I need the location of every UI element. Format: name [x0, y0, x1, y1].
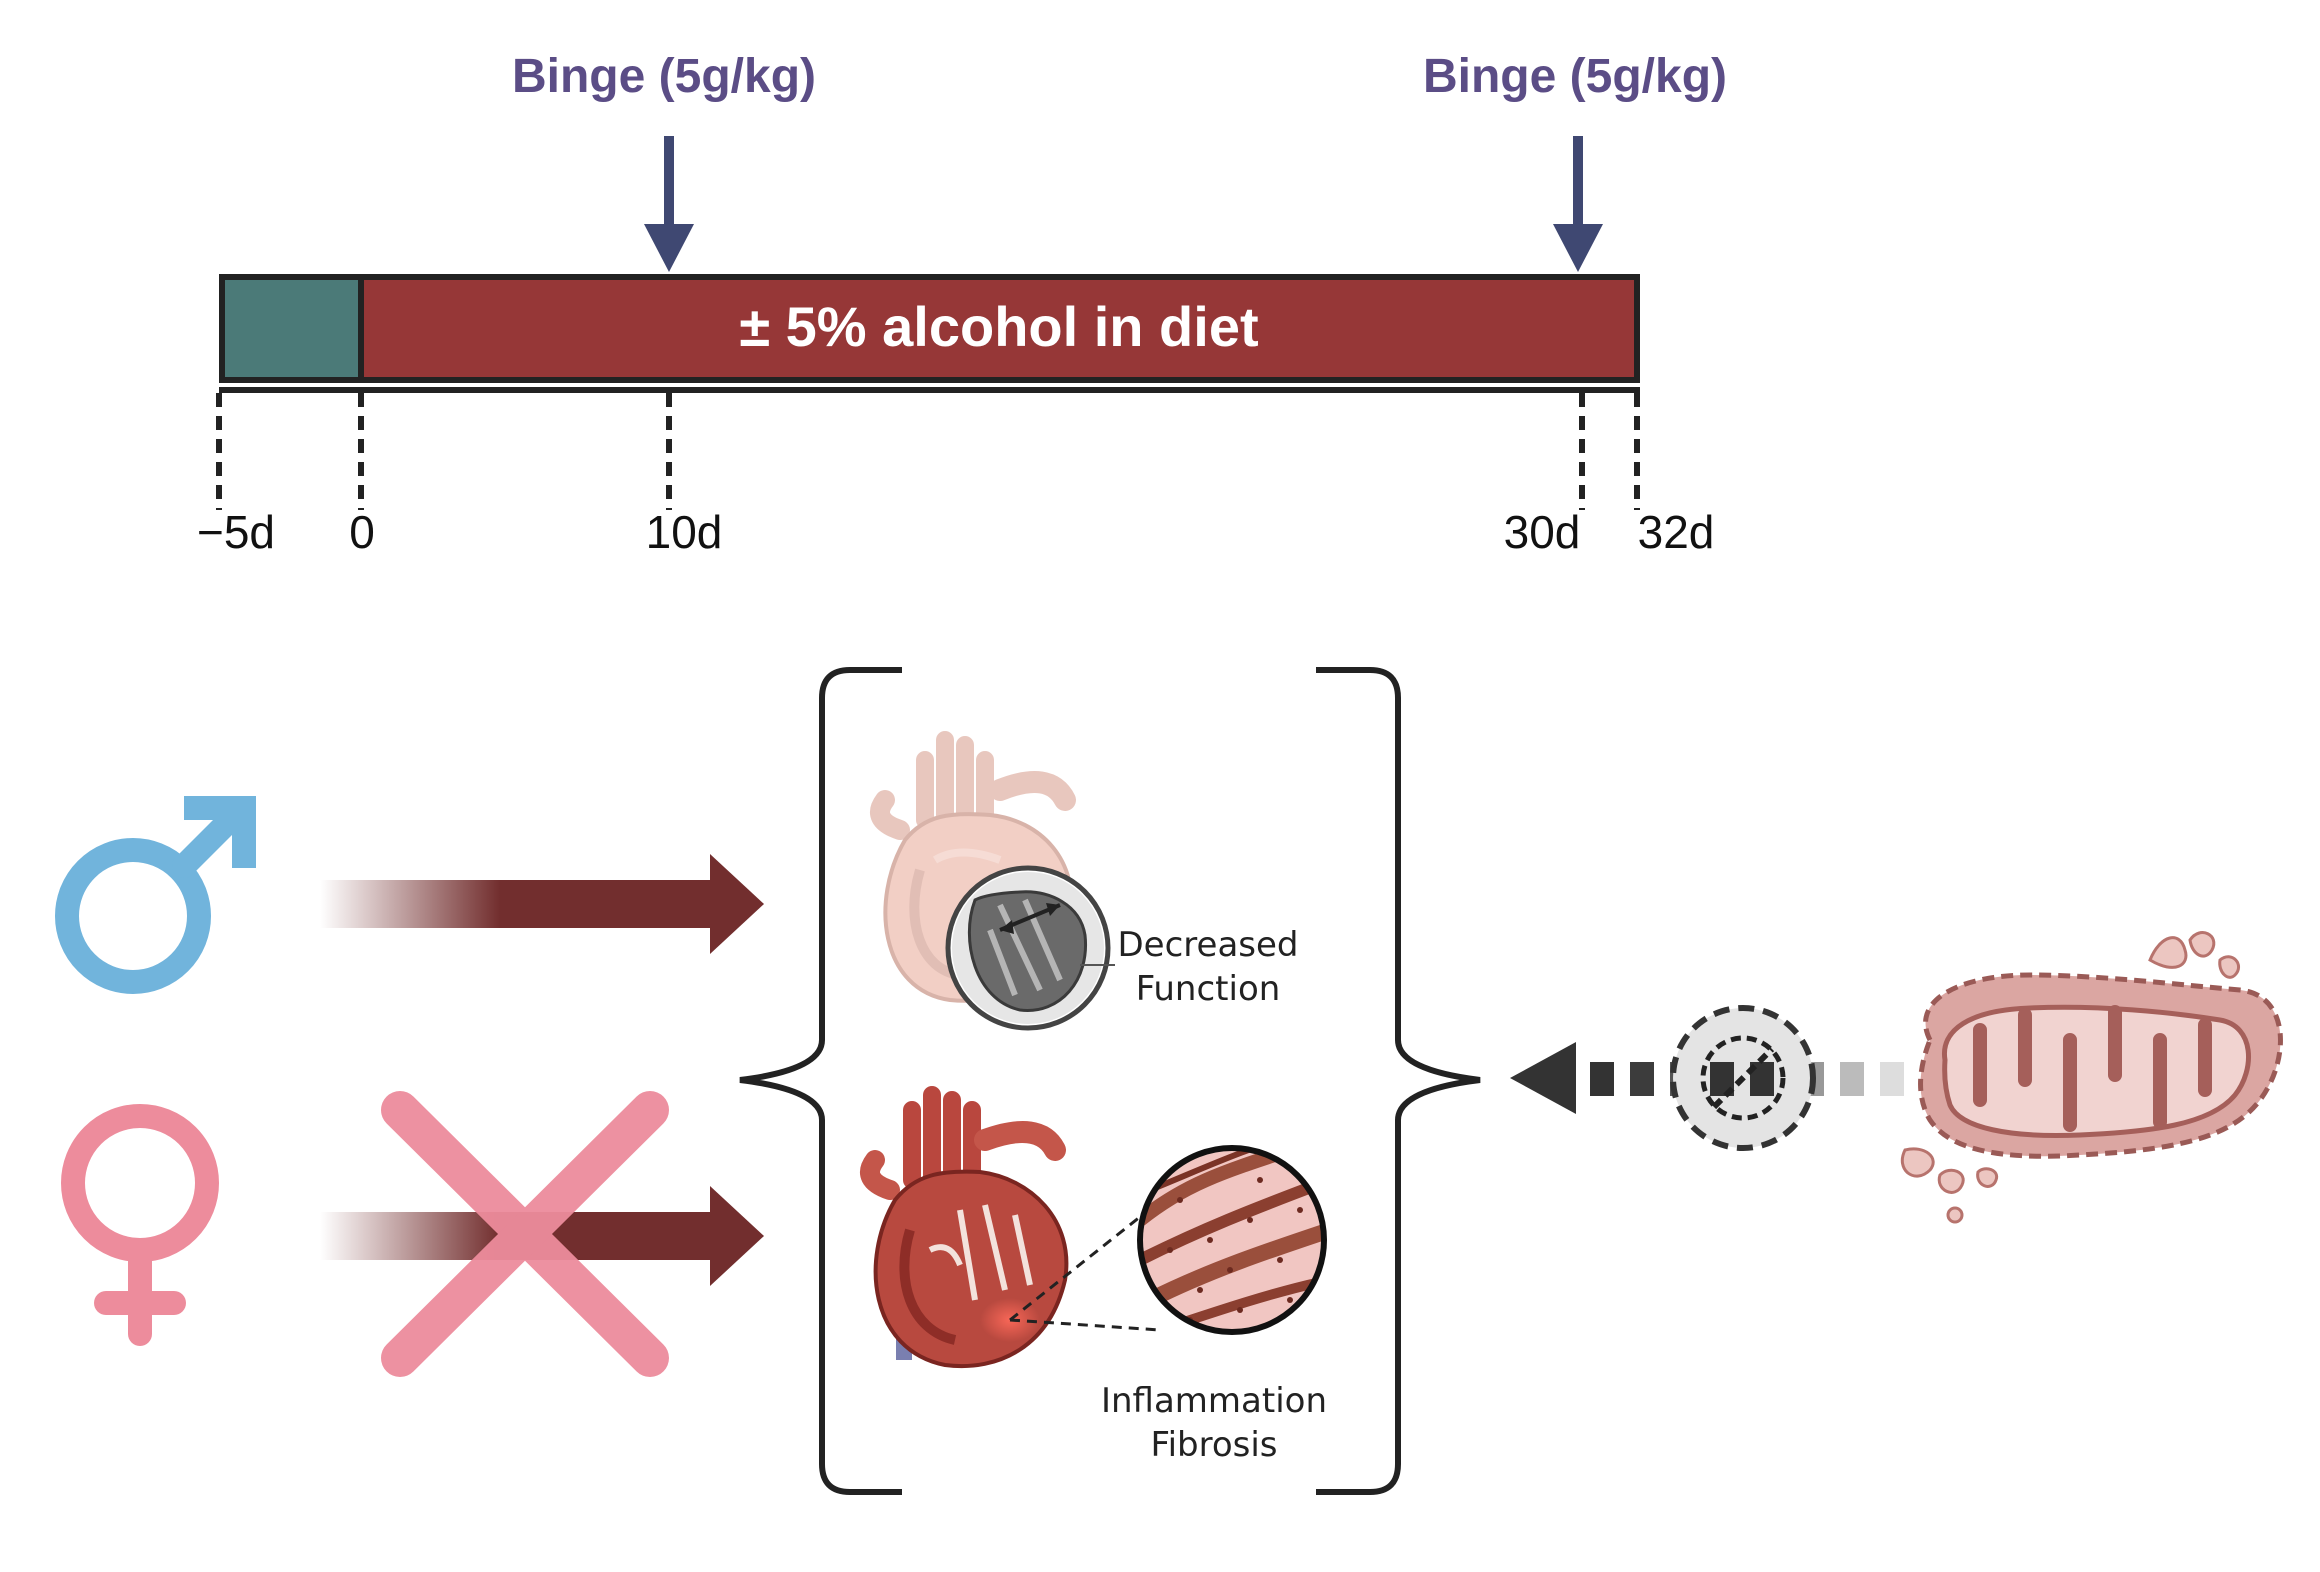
binge-label-day10: Binge (5g/kg): [512, 50, 816, 103]
decreased-function-label-line2: Function: [1136, 969, 1281, 1009]
right-brace: [1316, 667, 1481, 1495]
alcohol-diet-label: ± 5% alcohol in diet: [739, 295, 1258, 358]
tick-label-30d: 30d: [1504, 506, 1581, 558]
tick-marks: [216, 393, 1640, 510]
tick-label-32d: 32d: [1638, 506, 1715, 558]
timeline: Binge (5g/kg) Binge (5g/kg) ± 5% alcohol…: [197, 50, 1727, 558]
male-effect-arrow: [320, 854, 764, 954]
tick-label-minus5d: −5d: [197, 506, 275, 558]
tick-label-10d: 10d: [646, 506, 723, 558]
heart-inflammation-fibrosis-icon: [860, 1086, 1161, 1368]
mitochondria-icon: [1900, 931, 2283, 1224]
decreased-function-label-line1: Decreased: [1118, 925, 1299, 965]
left-brace: [739, 667, 902, 1495]
tick-label-0: 0: [349, 506, 375, 558]
heart-decreased-function-icon: [870, 731, 1115, 1031]
fibrosis-tissue-magnifier-icon: [1137, 1145, 1327, 1335]
no-entry-icon: [1670, 1005, 1816, 1151]
binge-arrow-day10: [644, 136, 694, 272]
fibrosis-label: Fibrosis: [1150, 1425, 1277, 1465]
male-symbol-icon: [55, 796, 256, 994]
no-effect-cross-icon: [381, 1091, 669, 1377]
binge-arrow-day30: [1553, 136, 1603, 272]
inflammation-label: Inflammation: [1101, 1381, 1327, 1421]
acclimation-period-bar: [219, 274, 364, 383]
female-symbol-icon: [61, 1104, 219, 1346]
binge-label-day30: Binge (5g/kg): [1423, 50, 1727, 103]
alcohol-diet-bar: [358, 274, 1640, 383]
